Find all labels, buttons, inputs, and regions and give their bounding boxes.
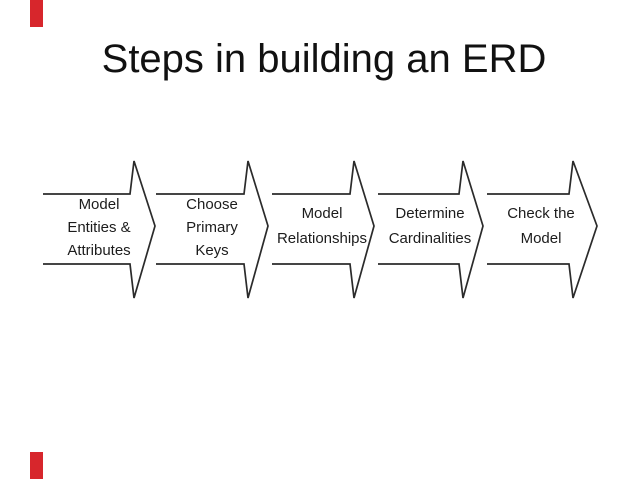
- red-accent-bottom: [30, 452, 43, 479]
- red-accent-top: [30, 0, 43, 27]
- step-label-choose-primary-keys: Choose Primary Keys: [186, 196, 238, 259]
- slide-title: Steps in building an ERD: [101, 37, 547, 81]
- step-arrow-shape-4: [378, 160, 484, 299]
- step-arrow-shape-5: [487, 160, 598, 299]
- step-label-model-entities-attributes: Model Entities & Attributes: [67, 196, 131, 259]
- step-label-check-the-model: Check the Model: [507, 205, 575, 247]
- step-label-determine-cardinalities: Determine Cardinalities: [388, 205, 472, 247]
- step-label-model-relationships: Model Relationships: [276, 205, 368, 247]
- step-arrow-shape-2: [156, 160, 269, 299]
- step-arrow-shape-1: [43, 160, 156, 299]
- step-arrow-shape-3: [272, 160, 375, 299]
